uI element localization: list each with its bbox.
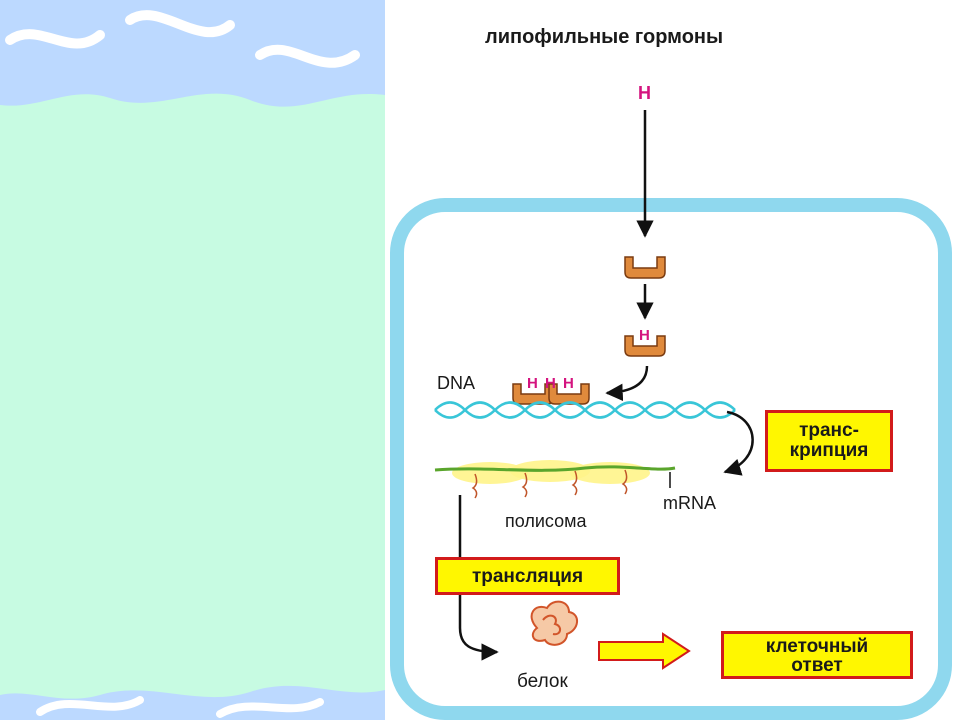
dimer-hormone-symbol-2: H <box>545 375 556 392</box>
transcription-label-line2: крипция <box>789 439 869 461</box>
protein-blob <box>530 600 578 646</box>
diagram-panel: липофильные гормоны H H H H H DNA mRNA п… <box>385 0 960 720</box>
hormone-symbol: H <box>638 83 651 103</box>
transcription-label-line1: транс- <box>799 420 859 441</box>
left-decorative-panel <box>0 0 385 720</box>
dimer-hormone-symbol-3: H <box>563 375 574 392</box>
dna-label: DNA <box>437 373 476 393</box>
dimer-hormone-symbol-1: H <box>527 375 538 392</box>
cell-response-box: клеточный ответ <box>721 631 913 679</box>
response-arrow <box>598 632 691 670</box>
dna-helix <box>434 401 736 419</box>
receptor-dimer-2 <box>548 383 590 405</box>
receptor-free <box>624 256 666 279</box>
polysome <box>452 460 650 484</box>
diagram-graphics <box>390 110 952 720</box>
translation-arrow <box>458 495 499 661</box>
transcription-arrow <box>723 410 754 476</box>
receptor-complex <box>624 335 666 357</box>
translation-box: трансляция <box>435 557 620 595</box>
decorative-wave-pattern <box>0 0 385 720</box>
mrna-label: mRNA <box>663 493 716 513</box>
nascent-chains <box>471 469 628 499</box>
response-label-line1: клеточный <box>765 636 869 657</box>
complex-hormone-symbol: H <box>639 327 650 344</box>
protein-label: белок <box>517 671 568 692</box>
translation-label: трансляция <box>471 566 584 587</box>
to-dna-arrow <box>605 365 649 402</box>
diagram-title: липофильные гормоны <box>485 26 724 48</box>
mrna-strand <box>434 465 676 472</box>
transcription-box: транс- крипция <box>765 410 893 472</box>
response-label-line2: ответ <box>791 655 843 676</box>
cell-membrane <box>390 198 952 720</box>
polysome-label: полисома <box>505 511 587 531</box>
